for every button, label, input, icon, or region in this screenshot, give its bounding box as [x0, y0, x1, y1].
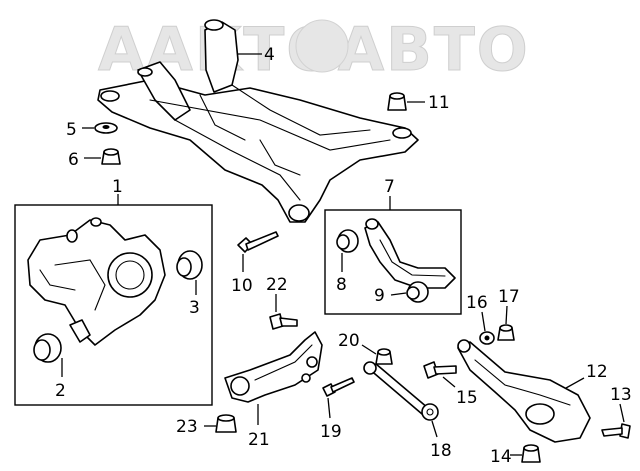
- knuckle-group-frame: [14, 204, 213, 406]
- bolt-13: [601, 423, 631, 439]
- leader-18: [431, 420, 438, 438]
- callout-13: 13: [610, 385, 632, 405]
- nut-14: [521, 444, 541, 463]
- callout-8: 8: [336, 275, 347, 295]
- bushing-9: [406, 281, 429, 303]
- callout-9: 9: [374, 286, 385, 306]
- leader-13: [619, 403, 625, 423]
- leader-15: [442, 376, 456, 388]
- bushing-8: [336, 229, 359, 253]
- toe-link-18: [363, 361, 439, 421]
- leader-20: [361, 344, 377, 355]
- bushing-3: [176, 250, 203, 280]
- leader-12: [565, 377, 585, 389]
- leader-lines: [61, 53, 625, 456]
- rear-knuckle: [27, 217, 166, 346]
- bushing-2: [33, 319, 91, 363]
- nut-17: [497, 324, 515, 341]
- callout-15: 15: [456, 388, 478, 408]
- bolt-10: [237, 231, 279, 253]
- rear-subframe: [97, 19, 419, 223]
- callout-12: 12: [586, 362, 608, 382]
- watermark-sun-logo: [295, 19, 349, 73]
- callout-10: 10: [231, 276, 253, 296]
- callout-11: 11: [428, 93, 450, 113]
- upper-control-arm: [364, 218, 456, 289]
- callout-7: 7: [384, 177, 395, 197]
- callout-23: 23: [176, 417, 198, 437]
- callout-1: 1: [112, 177, 123, 197]
- callout-6: 6: [68, 150, 79, 170]
- callout-22: 22: [266, 275, 288, 295]
- leader-19: [327, 397, 331, 419]
- callout-16: 16: [466, 293, 488, 313]
- bolt-22: [269, 313, 298, 330]
- callout-19: 19: [320, 422, 342, 442]
- leader-9: [390, 292, 407, 296]
- nut-20: [375, 348, 393, 365]
- nut-23: [215, 414, 237, 433]
- callout-5: 5: [66, 120, 77, 140]
- leader-16: [481, 311, 486, 332]
- upper-arm-group-frame: [324, 209, 462, 315]
- callout-18: 18: [430, 441, 452, 461]
- callout-14: 14: [490, 447, 512, 467]
- bolt-15: [423, 361, 457, 379]
- bolt-19: [322, 377, 355, 397]
- lower-control-arm-12: [457, 339, 591, 443]
- callout-2: 2: [55, 381, 66, 401]
- callout-4: 4: [264, 45, 275, 65]
- lateral-link-21: [224, 331, 323, 403]
- washer-16: [479, 331, 495, 345]
- callout-labels: 1 2 3 4 5 6 7 8 9 10 11 12 13 14 15 16 1…: [55, 45, 632, 467]
- callout-3: 3: [189, 298, 200, 318]
- callout-20: 20: [338, 331, 360, 351]
- callout-21: 21: [248, 430, 270, 450]
- nut-11: [387, 92, 407, 111]
- nut-6: [101, 148, 121, 165]
- callout-17: 17: [498, 287, 520, 307]
- leader-17: [505, 305, 508, 325]
- washer-5: [94, 122, 118, 134]
